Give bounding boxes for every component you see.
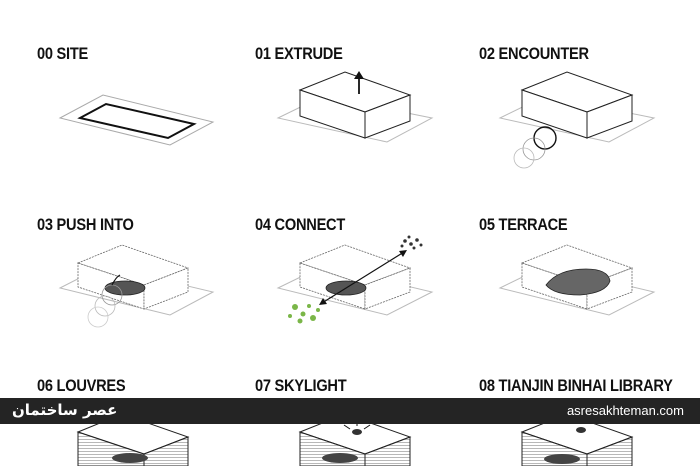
encounter-diagram (498, 71, 656, 169)
step-title-03: 03 PUSH INTO (37, 215, 134, 234)
step-title-07: 07 SKYLIGHT (255, 376, 347, 395)
step-title-02: 02 ENCOUNTER (479, 44, 589, 63)
watermark-bar: عصر ساختمان asresakhteman.com (0, 398, 700, 424)
watermark-logo: عصر ساختمان (12, 401, 118, 419)
dark-dots-icon (400, 235, 423, 250)
library-diagram (520, 413, 634, 466)
push-into-diagram (58, 244, 215, 328)
site-diagram (58, 94, 215, 146)
terrace-diagram (498, 244, 656, 316)
connect-diagram (276, 235, 434, 324)
step-title-04: 04 CONNECT (255, 215, 346, 234)
step-title-05: 05 TERRACE (479, 215, 568, 234)
step-title-06: 06 LOUVRES (37, 376, 126, 395)
extrude-diagram (276, 71, 434, 143)
louvres-diagram (76, 400, 192, 466)
watermark-url: asresakhteman.com (566, 403, 684, 418)
skylight-diagram (298, 400, 418, 466)
green-dots-icon (288, 304, 320, 324)
skylight-icon (352, 429, 362, 435)
step-title-08: 08 TIANJIN BINHAI LIBRARY (479, 376, 673, 395)
step-title-01: 01 EXTRUDE (255, 44, 343, 63)
step-title-00: 00 SITE (37, 44, 89, 63)
